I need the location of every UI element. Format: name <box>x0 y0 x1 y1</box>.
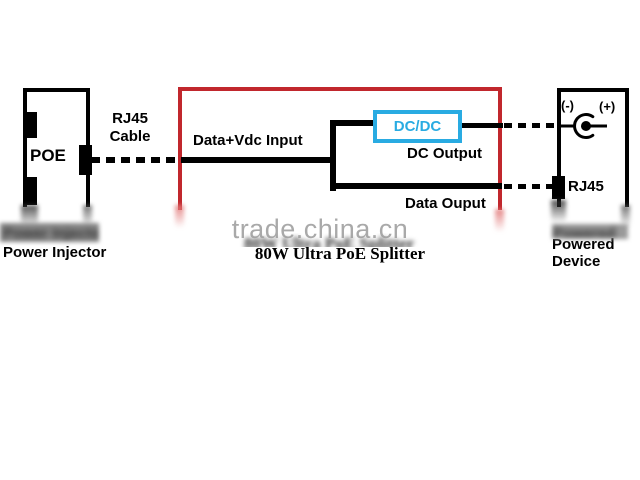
powered-device-caption-line2: Device <box>552 253 601 270</box>
rj45-cable-label-line1: RJ45 <box>112 110 148 127</box>
blur-artifact-text: Powered <box>553 225 616 239</box>
dc-output-line <box>462 123 503 128</box>
poe-box-label: POE <box>30 146 66 165</box>
rj45-cable-label-line2: Cable <box>109 128 151 145</box>
powered-device-caption: Powered Device <box>552 236 615 270</box>
blur-artifact: Powered <box>552 224 628 239</box>
device-rj45-label: RJ45 <box>568 178 604 195</box>
data-output-dashed-line <box>504 184 555 189</box>
watermark-text: trade.china.cn <box>231 214 409 244</box>
rj45-cable-label: RJ45 Cable <box>95 110 165 146</box>
blur-artifact: 80W Ultra PoE Splitter <box>178 233 502 247</box>
dcdc-branch-line <box>334 120 373 126</box>
dc-barrel-jack-icon <box>557 110 619 144</box>
splitter-caption: 80W Ultra PoE Splitter <box>254 244 426 263</box>
rj45-port-icon <box>552 176 565 199</box>
powered-device-caption-line1: Powered <box>552 236 615 253</box>
blur-artifact <box>495 209 504 236</box>
blur-artifact <box>621 205 630 232</box>
input-label: Data+Vdc Input <box>193 132 303 149</box>
rj45-port-icon <box>24 112 37 138</box>
data-output-label: Data Ouput <box>405 195 486 212</box>
blur-artifact <box>551 200 566 227</box>
rj45-port-icon <box>79 145 92 175</box>
blur-artifact-text: 80W Ultra PoE Splitter <box>244 234 415 247</box>
junction-vertical-line <box>330 120 336 191</box>
dcdc-converter-box: DC/DC <box>373 110 462 143</box>
data-branch-line <box>334 183 502 189</box>
dc-output-dashed-line <box>504 123 558 128</box>
input-line <box>181 157 334 163</box>
poe-splitter-box <box>178 87 502 210</box>
blur-artifact-text: Power Injector <box>3 225 99 242</box>
polarity-plus-label: (+) <box>599 99 616 114</box>
blur-artifact <box>83 205 92 232</box>
power-injector-caption: Power Injector <box>3 244 107 261</box>
rj45-port-icon <box>24 177 37 205</box>
dc-output-label: DC Output <box>407 145 482 162</box>
rj45-cable-dashed-line <box>91 157 178 163</box>
polarity-minus-label: (-) <box>561 98 574 113</box>
blur-artifact <box>175 205 184 232</box>
blur-artifact: Power Injector <box>0 223 99 242</box>
powered-device-box <box>557 88 629 207</box>
